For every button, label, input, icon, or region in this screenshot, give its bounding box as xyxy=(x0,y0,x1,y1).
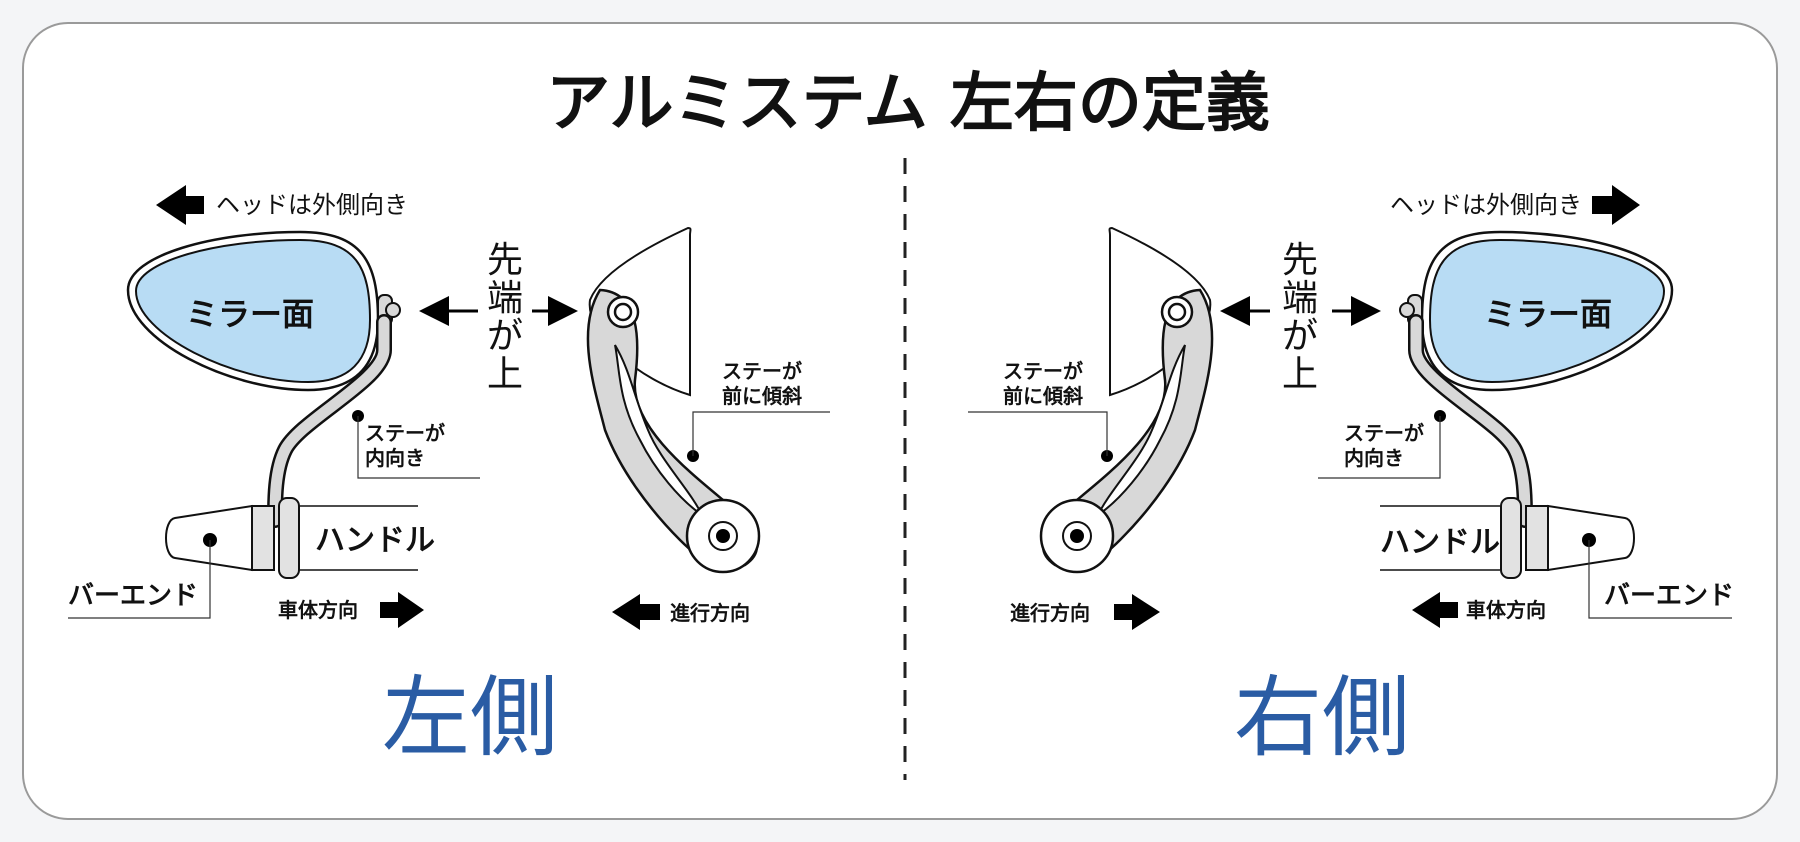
clamp-ring xyxy=(1500,497,1522,579)
stay-inward-label-2: 内向き xyxy=(365,446,425,470)
tip-up-char-1: 先 xyxy=(1282,240,1318,281)
handle-label: ハンドル xyxy=(315,523,435,558)
head-direction-label: ヘッドは外側向き xyxy=(1390,191,1582,219)
right-side-group: ヘッドは外側向き ミラー面 ステーが 内向き ハンドル バーエンド 車体方向 xyxy=(968,185,1734,769)
travel-direction-label: 進行方向 xyxy=(670,601,750,625)
mirror-surface xyxy=(1428,238,1666,384)
stay-body xyxy=(1410,316,1531,526)
left-side-group: ヘッドは外側向き ミラー面 ステーが 内向き バーエンド ハンドル 車体方向 xyxy=(68,185,830,769)
tip-up-char-2: 端 xyxy=(1282,278,1318,319)
side-pivot-bolt-icon xyxy=(613,302,633,322)
bar-end-leader-line xyxy=(68,540,211,619)
side-pivot-bolt-icon xyxy=(1167,302,1187,322)
tip-up-char-3: が xyxy=(487,316,523,357)
side-clamp-bolt-icon xyxy=(1070,529,1084,543)
stay-forward-leader-line xyxy=(968,411,1108,456)
clamp-body xyxy=(251,505,275,571)
clamp-ring xyxy=(278,497,300,579)
body-direction-label: 車体方向 xyxy=(1466,598,1546,622)
travel-direction-arrow-icon xyxy=(1114,594,1160,630)
pivot-bolt-icon xyxy=(1399,302,1415,318)
mirror-surface xyxy=(134,238,372,384)
right-side-label: 右側 xyxy=(1234,666,1410,769)
tip-up-char-4: 上 xyxy=(1282,354,1318,395)
travel-direction-arrow-icon xyxy=(612,594,660,630)
tip-up-char-4: 上 xyxy=(487,354,523,395)
stay-forward-label-1: ステーが xyxy=(722,359,802,383)
stay-leader-line xyxy=(1318,416,1441,479)
stay-inward-label-1: ステーが xyxy=(1344,421,1424,445)
head-direction-arrow-icon xyxy=(1592,185,1640,225)
stay-forward-label-2: 前に傾斜 xyxy=(1003,384,1083,408)
tip-up-char-2: 端 xyxy=(487,278,523,319)
pivot-bolt-icon xyxy=(385,302,401,318)
travel-direction-label: 進行方向 xyxy=(1010,601,1090,625)
tip-up-char-3: が xyxy=(1282,316,1318,357)
stay-inward-label-1: ステーが xyxy=(365,421,445,445)
body-direction-arrow-icon xyxy=(380,592,424,628)
bar-end-label: バーエンド xyxy=(1604,581,1734,611)
tip-up-char-1: 先 xyxy=(487,240,523,281)
stay-leader-line xyxy=(357,416,480,479)
stay-forward-label-2: 前に傾斜 xyxy=(722,384,802,408)
left-side-label: 左側 xyxy=(382,666,558,769)
handle-label: ハンドル xyxy=(1380,525,1500,560)
stay-forward-label-1: ステーが xyxy=(1003,359,1083,383)
stay-body xyxy=(269,316,390,526)
bar-end-label: バーエンド xyxy=(68,581,198,611)
page-title: アルミステム 左右の定義 xyxy=(546,67,1270,141)
stay-forward-leader-line xyxy=(692,411,830,456)
stay-inward-label-2: 内向き xyxy=(1344,446,1404,470)
head-direction-arrow-icon xyxy=(156,185,204,225)
head-direction-label: ヘッドは外側向き xyxy=(216,191,408,219)
body-direction-arrow-icon xyxy=(1412,592,1458,628)
mirror-label: ミラー面 xyxy=(186,295,314,333)
side-clamp-bolt-icon xyxy=(716,529,730,543)
bar-end-leader-line xyxy=(1588,540,1732,619)
clamp-body xyxy=(1525,505,1549,571)
body-direction-label: 車体方向 xyxy=(278,598,358,622)
mirror-label: ミラー面 xyxy=(1484,295,1612,333)
